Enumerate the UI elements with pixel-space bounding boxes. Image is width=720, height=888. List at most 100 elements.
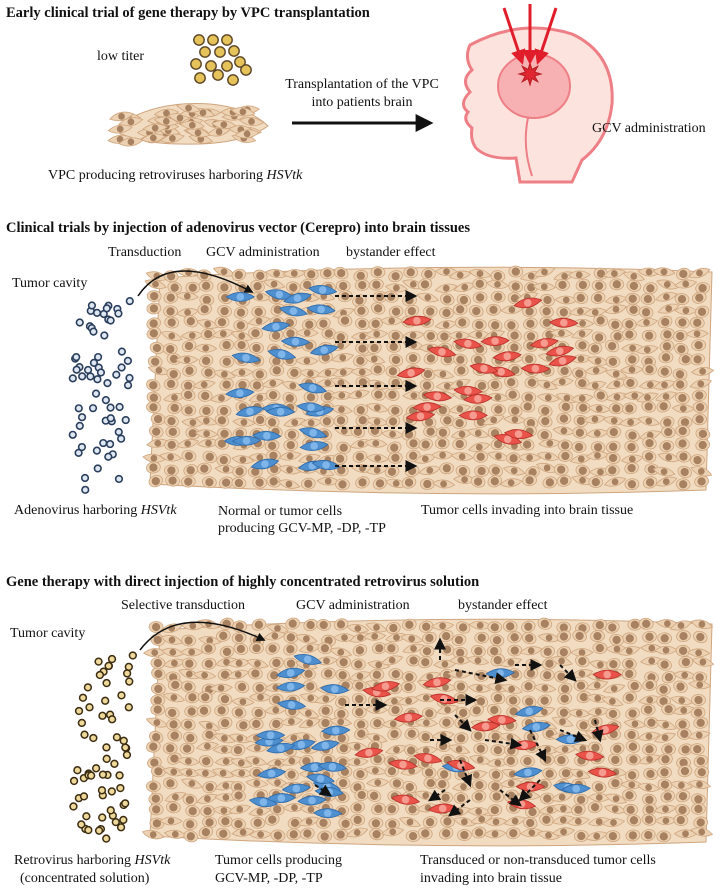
adenovirus-particle — [101, 396, 110, 405]
tissue-cell — [605, 707, 621, 720]
tissue-cell — [167, 281, 182, 294]
tissue-cell — [608, 402, 624, 415]
tissue-cell — [253, 269, 268, 282]
tissue-cell — [184, 705, 200, 718]
tissue-cell — [588, 476, 604, 489]
adenovirus-particle — [93, 464, 102, 473]
retrovirus-label-text: Retrovirus harboring — [14, 853, 135, 868]
tissue-cell — [571, 441, 587, 453]
retrovirus-particle — [121, 799, 130, 808]
retrovirus-particle — [122, 750, 132, 760]
tissue-cell — [457, 829, 472, 841]
adenovirus-particle — [87, 301, 97, 310]
tissue-cell — [604, 464, 620, 477]
tissue-cell — [370, 302, 386, 315]
tissue-cell — [583, 307, 607, 317]
tissue-cell — [473, 742, 489, 755]
tissue-cell — [692, 291, 707, 304]
tissue-cell — [416, 292, 440, 303]
tissue-cell — [434, 283, 458, 293]
tissue-cell — [474, 465, 489, 477]
tissue-cell — [417, 278, 433, 291]
tissue-cell — [641, 329, 657, 342]
retrovirus-particle — [107, 715, 117, 724]
retrovirus-particle — [84, 825, 93, 835]
retrovirus-particle — [104, 661, 113, 671]
panel2-artwork — [68, 265, 715, 495]
adenovirus-particle — [89, 358, 99, 367]
adenovirus-gene-name: HSVtk — [140, 503, 177, 518]
adenovirus-particle — [115, 402, 124, 412]
adenovirus-particle — [78, 372, 87, 381]
adenovirus-particle — [117, 347, 127, 356]
tissue-cell — [626, 279, 642, 292]
retrovirus-particle — [79, 792, 89, 801]
adenovirus-particle — [92, 308, 102, 317]
panel1-title: Early clinical trial of gene therapy by … — [6, 5, 370, 21]
vpc-cell — [109, 111, 134, 122]
retrovirus-particle — [110, 759, 119, 768]
tissue-cell — [231, 268, 246, 282]
tissue-cell — [640, 703, 656, 716]
panel1-artwork — [107, 4, 614, 184]
adenovirus-particle — [75, 421, 84, 430]
tissue-cell — [335, 478, 350, 491]
vpc-cell — [211, 120, 237, 130]
adenovirus-particle — [114, 474, 124, 484]
adenovirus-particle — [104, 452, 113, 461]
tissue-cell — [658, 351, 674, 364]
tissue-cell — [214, 316, 230, 329]
tissue-cell — [486, 303, 501, 316]
invading-cells-label: Tumor cells invading into brain tissue — [421, 503, 634, 518]
tissue-cell — [487, 621, 503, 634]
tissue-cell — [262, 279, 286, 289]
tissue-cell — [539, 305, 554, 318]
tissue-cell — [439, 306, 454, 319]
adenovirus-particle — [125, 373, 134, 383]
tissue-cell — [354, 279, 370, 292]
tissue-cell — [656, 830, 672, 843]
tissue-cell — [472, 291, 488, 304]
adenovirus-particle — [68, 430, 77, 439]
retrovirus-particle — [89, 733, 98, 743]
tissue-cell — [369, 278, 384, 291]
tissue-cell — [652, 267, 676, 277]
retrovirus-particle — [94, 826, 104, 835]
tissue-cell — [590, 291, 606, 304]
retrovirus-particle — [98, 711, 107, 720]
tissue-cell — [164, 316, 180, 329]
adenovirus-particle — [92, 446, 102, 455]
retrovirus-particle — [78, 693, 88, 702]
tissue-cell — [247, 316, 271, 326]
tissue-cell — [270, 303, 285, 316]
vpc-cell — [238, 117, 265, 126]
adenovirus-particle — [80, 473, 90, 483]
adenovirus-particle — [117, 434, 126, 443]
vector-particle — [193, 34, 205, 46]
tissue-cell — [162, 742, 178, 755]
tissue-cell — [532, 282, 556, 292]
tissue-cell — [452, 303, 468, 316]
retrovirus-particle — [77, 820, 86, 829]
vpc-cell — [230, 107, 256, 117]
tissue-cell — [692, 413, 707, 426]
tissue-cell — [674, 293, 690, 306]
panel3-title: Gene therapy with direct injection of hi… — [6, 574, 480, 590]
tissue-cell — [282, 269, 306, 278]
bystander-label-panel3: bystander effect — [458, 598, 548, 613]
tissue-cell — [217, 305, 232, 318]
tissue-cell — [333, 828, 349, 841]
tissue-cell — [218, 291, 233, 305]
adenovirus-particle — [81, 485, 90, 494]
producing-cells-label-line2: GCV-MP, -DP, -TP — [215, 871, 323, 886]
transduced-cells-label-line2: invading into brain tissue — [420, 871, 562, 886]
adenovirus-label-text: Adenovirus harboring — [14, 503, 141, 518]
retrovirus-particle — [124, 662, 133, 672]
retrovirus-label-line1: Retrovirus harboring HSVtk — [14, 853, 170, 869]
transduction-label-panel2: Transduction — [108, 245, 182, 260]
vpc-cell — [159, 133, 185, 144]
tissue-cell — [622, 271, 645, 282]
tissue-cell — [555, 278, 570, 291]
tissue-cell — [521, 353, 537, 366]
